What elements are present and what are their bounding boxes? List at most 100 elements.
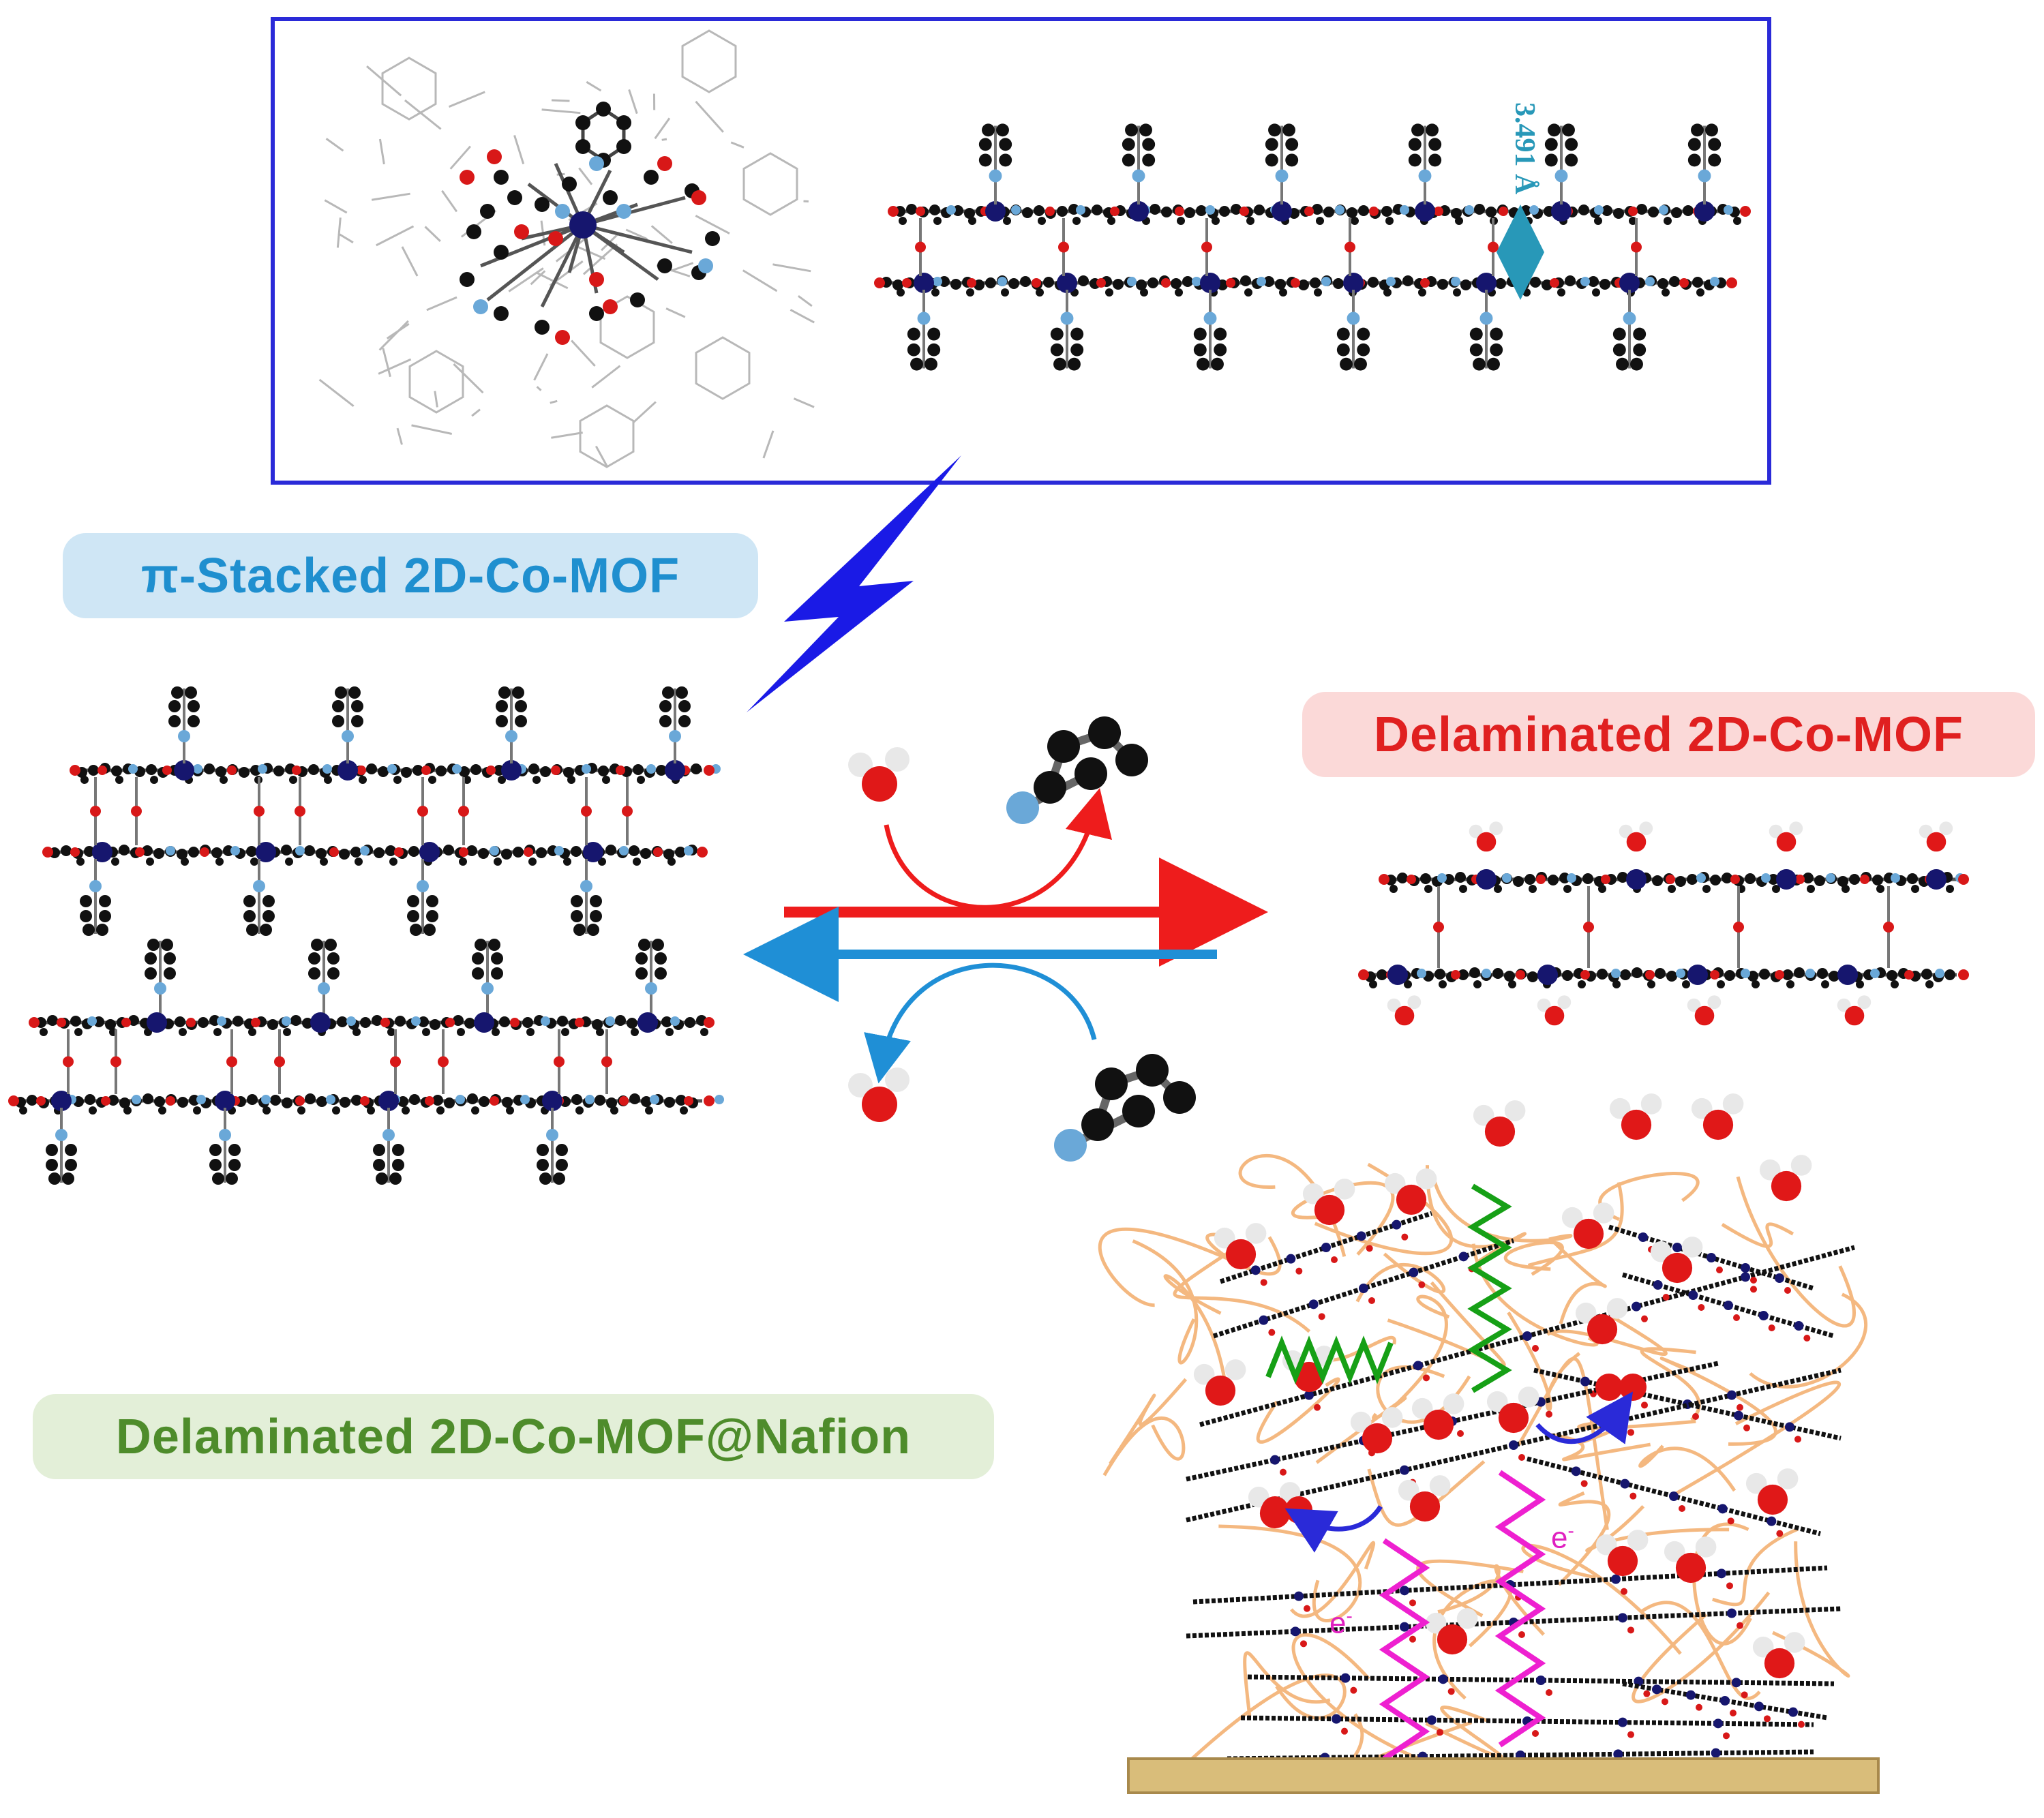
atom <box>1545 138 1558 151</box>
atom <box>1142 153 1155 166</box>
atom <box>496 715 508 727</box>
atom <box>1340 358 1353 371</box>
atom <box>1532 1730 1539 1737</box>
water-atoms <box>1687 995 1722 1025</box>
atom <box>662 686 674 699</box>
atom <box>652 939 664 951</box>
atom <box>19 1106 27 1115</box>
atom <box>1110 207 1119 216</box>
atom <box>492 1028 500 1036</box>
atom <box>490 1096 499 1106</box>
atom <box>1239 207 1249 216</box>
atom <box>355 858 363 866</box>
pyridine-ligand <box>659 686 691 763</box>
atom <box>616 115 631 130</box>
atom <box>295 806 305 817</box>
atom <box>1527 971 1538 982</box>
atom <box>1669 1491 1679 1501</box>
atom <box>185 686 197 699</box>
atom <box>1379 874 1389 885</box>
atom <box>212 1172 224 1185</box>
atom <box>1630 358 1643 371</box>
atom <box>1279 288 1287 297</box>
atom <box>1369 980 1377 988</box>
atom <box>1562 970 1573 981</box>
atom <box>526 1028 535 1036</box>
atom <box>635 952 648 965</box>
atom <box>1682 980 1690 988</box>
atom <box>1347 312 1360 325</box>
atom <box>96 924 108 936</box>
atom <box>1459 1252 1469 1261</box>
atom <box>1529 885 1537 893</box>
atom <box>1627 1429 1634 1436</box>
atom <box>667 858 676 866</box>
atom <box>193 1106 201 1115</box>
atom <box>1911 885 1919 893</box>
atom <box>1771 1171 1801 1201</box>
atom <box>445 1018 455 1027</box>
atom <box>715 1095 724 1104</box>
atom <box>215 766 226 777</box>
atom <box>1127 277 1137 286</box>
atom <box>115 776 123 784</box>
atom <box>575 1106 584 1115</box>
atom <box>999 138 1012 151</box>
atom <box>635 967 648 980</box>
cobalt-atom <box>1776 869 1797 890</box>
atom <box>1251 1265 1261 1275</box>
atom <box>929 204 940 215</box>
water-molecule-in <box>848 747 910 802</box>
delaminated-label: Delaminated 2D-Co-MOF <box>1302 692 2035 777</box>
atom <box>1389 885 1398 893</box>
atom <box>950 279 961 290</box>
atom <box>40 1028 48 1036</box>
atom <box>1860 875 1869 884</box>
atom <box>316 1096 327 1107</box>
atom <box>360 1096 370 1106</box>
atom <box>304 845 315 856</box>
atom <box>633 764 644 775</box>
atom <box>232 1016 243 1027</box>
atom <box>1597 969 1608 980</box>
atom <box>1641 1093 1662 1115</box>
atom <box>585 1095 595 1104</box>
atom <box>616 139 631 154</box>
atom <box>254 806 265 817</box>
atom <box>1509 1440 1518 1450</box>
atom <box>1291 278 1300 288</box>
atom <box>1434 207 1443 216</box>
atom <box>1620 1479 1629 1489</box>
atom <box>1775 970 1784 980</box>
atom <box>211 847 222 858</box>
atom <box>1275 279 1286 290</box>
atom <box>1679 278 1689 288</box>
atom <box>357 766 366 775</box>
nafion-chain <box>1505 1243 1562 1275</box>
atom <box>1254 204 1265 215</box>
water-atoms <box>1919 821 1953 851</box>
atom <box>374 847 385 858</box>
atom <box>629 845 640 856</box>
atom <box>1407 995 1421 1009</box>
atom <box>1710 970 1719 980</box>
atom <box>1433 922 1444 933</box>
atom <box>1494 885 1502 893</box>
atom <box>1582 873 1593 884</box>
cobalt-atom <box>1687 965 1708 985</box>
cobalt-atom <box>310 1012 331 1033</box>
atom <box>164 952 176 965</box>
atom <box>536 847 547 858</box>
atom <box>1663 1294 1670 1301</box>
reaction-arrow <box>1306 1506 1381 1529</box>
atom <box>322 764 332 774</box>
atom <box>1611 1575 1621 1584</box>
atom <box>1482 969 1491 978</box>
atom <box>1688 153 1701 166</box>
atom <box>131 806 142 817</box>
atom <box>640 848 651 859</box>
atom <box>684 846 693 855</box>
atom <box>582 764 591 774</box>
atom <box>1662 1253 1692 1283</box>
atom <box>63 1057 74 1067</box>
